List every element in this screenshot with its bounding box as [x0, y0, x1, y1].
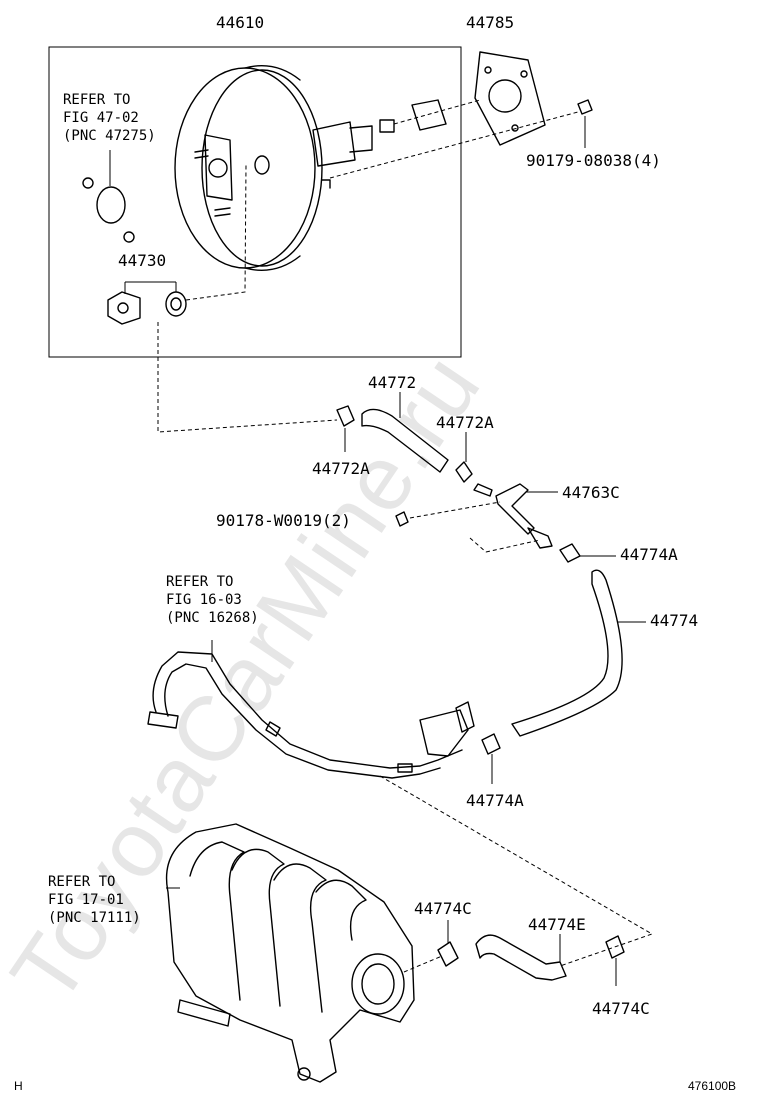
check-valve-44730: [107, 281, 187, 325]
label-90179: 90179-08038(4): [526, 151, 661, 170]
assembly-frame: [48, 46, 462, 358]
dash-valve-hose: [157, 322, 338, 433]
label-refer-47-line2: FIG 47-02: [63, 110, 139, 126]
bolt-90178: [395, 511, 409, 527]
label-44763C: 44763C: [562, 483, 620, 502]
footer-right: 476100B: [688, 1079, 736, 1093]
dash-bolt: [329, 111, 579, 179]
dash-gasket: [393, 99, 481, 125]
dash-pipe-manifold: [379, 775, 654, 967]
footer-left: H: [14, 1079, 23, 1093]
label-44774C-left: 44774C: [414, 899, 472, 918]
label-refer-47-line1: REFER TO: [63, 92, 130, 108]
label-refer-16-line1: REFER TO: [166, 574, 233, 590]
label-44785: 44785: [466, 13, 514, 32]
bolt-90179: [577, 99, 593, 115]
label-refer-16-line3: (PNC 16268): [166, 610, 259, 626]
vacuum-pipe-assembly: [147, 640, 501, 779]
label-44774A-top: 44774A: [620, 545, 678, 564]
dash-corner: [469, 537, 487, 553]
refer-47-parts: [82, 150, 135, 243]
label-44774C-right: 44774C: [592, 999, 650, 1018]
gasket-44785: [379, 51, 546, 146]
brake-booster: [174, 65, 373, 271]
label-44772A-right: 44772A: [436, 413, 494, 432]
intake-manifold: [165, 823, 415, 1083]
hose-44774E: [437, 920, 625, 986]
label-refer-17-line1: REFER TO: [48, 874, 115, 890]
label-44772: 44772: [368, 373, 416, 392]
label-refer-17-line3: (PNC 17111): [48, 910, 141, 926]
dash-valve-booster: [185, 164, 247, 301]
hose-44772: [336, 405, 473, 483]
label-refer-16-line2: FIG 16-03: [166, 592, 242, 608]
label-44774E: 44774E: [528, 915, 586, 934]
label-44730: 44730: [118, 251, 166, 270]
label-refer-47-line3: (PNC 47275): [63, 128, 156, 144]
dash-manifold-clamp: [403, 955, 443, 973]
label-44774A-bottom: 44774A: [466, 791, 524, 810]
label-90178: 90178-W0019(2): [216, 511, 351, 530]
label-44610: 44610: [216, 13, 264, 32]
hose-44774: [511, 569, 623, 737]
label-44772A-left: 44772A: [312, 459, 370, 478]
label-refer-17-line2: FIG 17-01: [48, 892, 124, 908]
dash-44763C-down: [409, 501, 541, 553]
label-44774: 44774: [650, 611, 698, 630]
